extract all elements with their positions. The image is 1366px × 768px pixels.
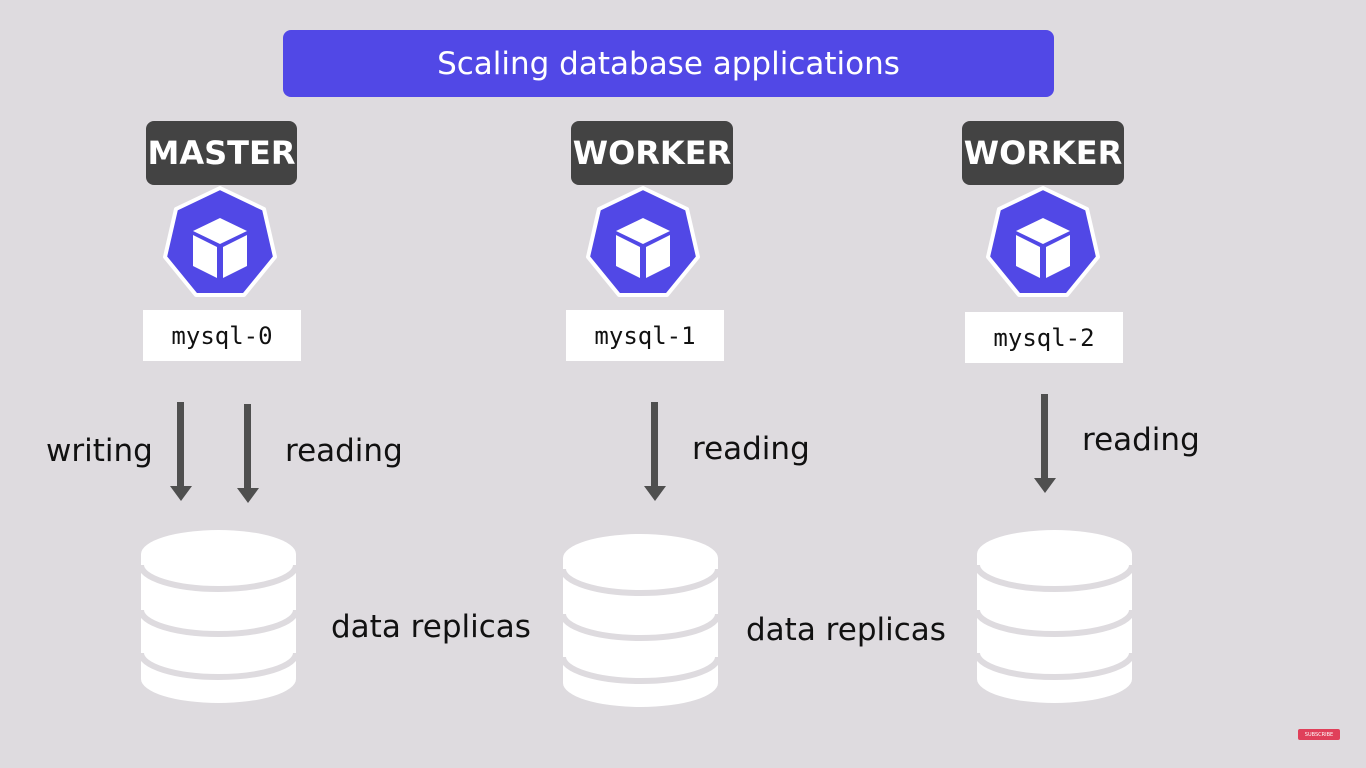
arrow-label-reading-worker-1: reading <box>692 431 810 467</box>
kubernetes-pod-icon <box>986 186 1100 297</box>
down-arrow-reading-worker-2 <box>1034 394 1056 493</box>
kubernetes-pod-icon <box>163 186 277 297</box>
kubernetes-pod-icon <box>586 186 700 297</box>
role-box-worker-1: WORKER <box>571 121 733 185</box>
arrow-label-reading-worker-2: reading <box>1082 422 1200 458</box>
pod-name-label-mysql-0: mysql-0 <box>143 310 301 361</box>
down-arrow-reading-master <box>237 404 259 503</box>
subscribe-badge[interactable]: SUBSCRIBE <box>1298 729 1340 740</box>
arrow-label-writing: writing <box>46 433 153 469</box>
database-icon <box>560 534 721 707</box>
role-box-worker-2: WORKER <box>962 121 1124 185</box>
role-box-master: MASTER <box>146 121 297 185</box>
storage-label-worker-1: data replicas <box>746 612 946 648</box>
down-arrow-writing <box>170 402 192 501</box>
pod-name-label-mysql-2: mysql-2 <box>965 312 1123 363</box>
pod-name-label-mysql-1: mysql-1 <box>566 310 724 361</box>
storage-label-master: data replicas <box>331 609 531 645</box>
database-icon <box>138 530 299 703</box>
down-arrow-reading-worker-1 <box>644 402 666 501</box>
arrow-label-reading-master: reading <box>285 433 403 469</box>
diagram-title: Scaling database applications <box>283 30 1054 97</box>
database-icon <box>974 530 1135 703</box>
